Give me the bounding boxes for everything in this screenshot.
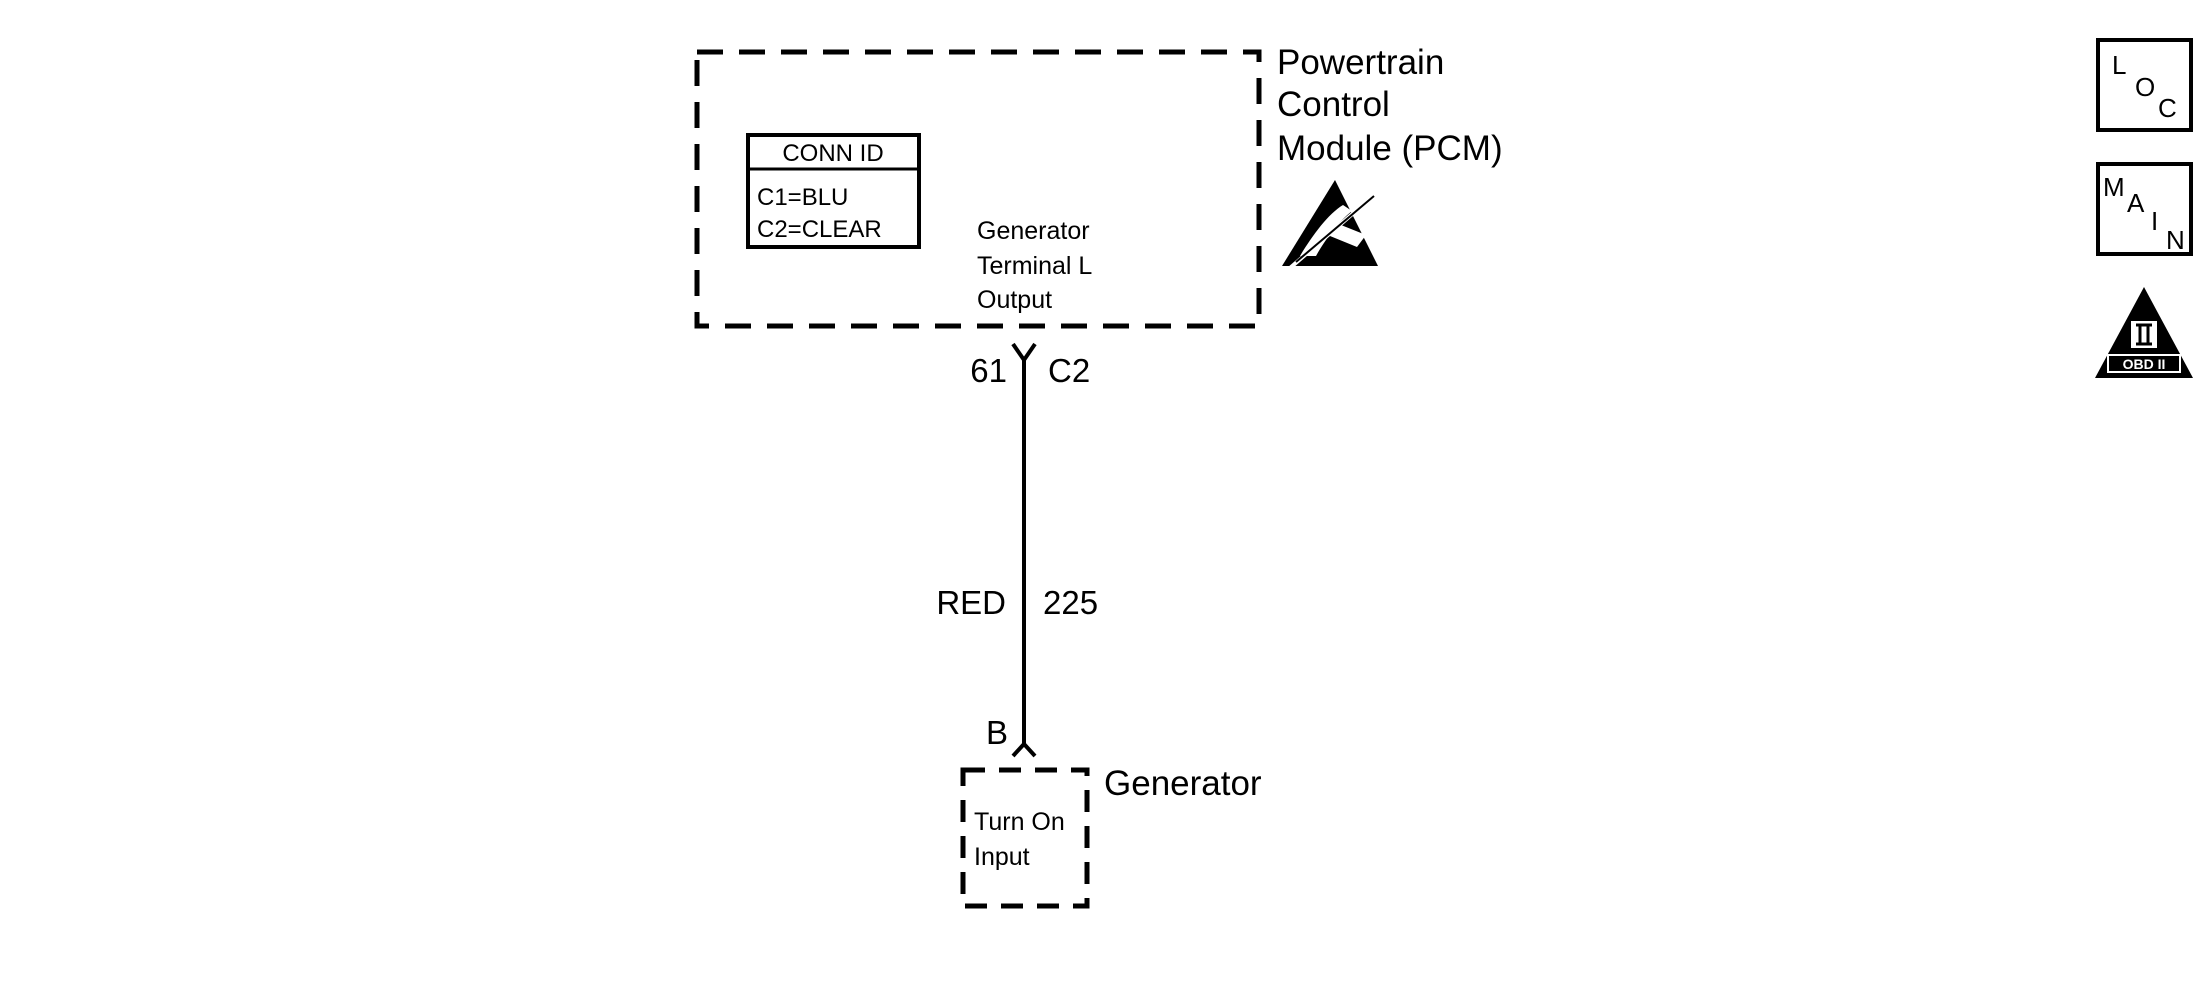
pcm-name-line3: Module (PCM) [1277,129,1503,168]
wire-circuit-number: 225 [1043,584,1098,621]
pcm-signal-line1: Generator [977,217,1090,245]
esd-warning-icon [1282,180,1382,270]
svg-text:M: M [2103,172,2125,202]
generator-name: Generator [1104,764,1262,803]
svg-text:OBD II: OBD II [2123,356,2166,372]
conn-id-line2: C2=CLEAR [757,216,882,243]
generator-input-line1: Turn On [974,808,1065,836]
svg-text:I: I [2151,206,2158,236]
generator-connector-symbol [1011,742,1037,758]
svg-text:O: O [2135,72,2155,102]
conn-id-header: CONN ID [782,140,883,167]
pcm-connector-id: C2 [1048,352,1090,389]
pcm-pin-number: 61 [970,352,1007,389]
conn-id-line1: C1=BLU [757,184,848,211]
svg-text:L: L [2112,50,2126,80]
svg-text:N: N [2166,225,2185,255]
pcm-connector-symbol [1011,342,1037,362]
pcm-module-box[interactable] [694,49,1262,329]
generator-pin-label: B [986,714,1008,751]
pcm-name-line1: Powertrain [1277,43,1444,82]
obd-ii-icon[interactable]: OBD II [2095,287,2193,378]
pcm-signal-line2: Terminal L [977,252,1092,280]
wire-color-label: RED [936,584,1006,621]
main-view-icon[interactable]: M A I N [2096,162,2193,256]
pcm-name-line2: Control [1277,85,1390,124]
generator-box[interactable] [960,767,1090,909]
generator-input-line2: Input [974,843,1030,871]
pcm-signal-line3: Output [977,286,1052,314]
location-view-icon[interactable]: L O C [2096,38,2193,132]
conn-id-box: CONN ID C1=BLU C2=CLEAR [746,133,921,249]
svg-text:A: A [2127,188,2145,218]
svg-text:C: C [2158,93,2177,123]
